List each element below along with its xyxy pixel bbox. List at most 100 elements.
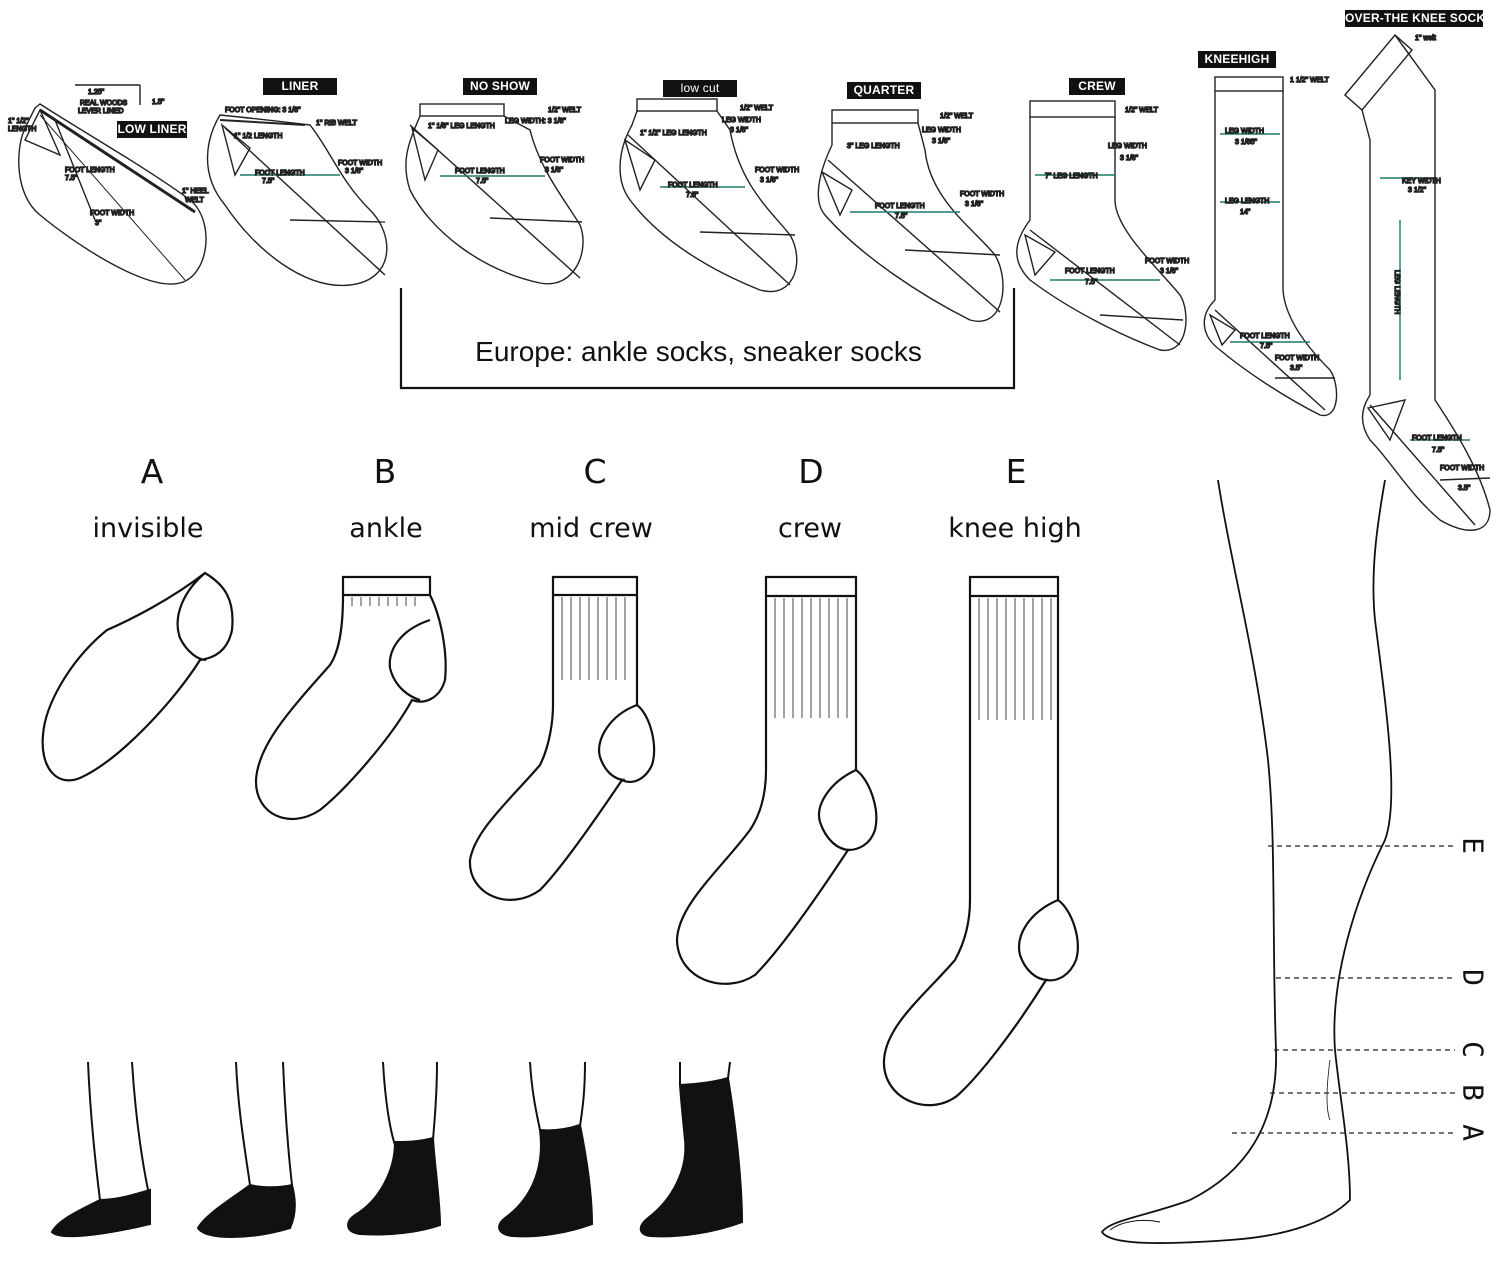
leg-marker-lines xyxy=(1232,845,1455,1134)
svg-text:3 1/8": 3 1/8" xyxy=(965,201,984,208)
svg-text:3 1/8": 3 1/8" xyxy=(545,167,564,174)
svg-text:3 1/8": 3 1/8" xyxy=(730,127,749,134)
svg-text:3": 3" xyxy=(95,220,102,227)
leg-marker-b: B xyxy=(1456,1084,1490,1101)
svg-text:FOOT LENGTH: FOOT LENGTH xyxy=(875,203,925,210)
svg-text:1" welt: 1" welt xyxy=(1415,35,1436,42)
svg-text:LEG LENGTH: LEG LENGTH xyxy=(1393,270,1400,314)
pattern-over-the-knee: 1" welt KEY WIDTH 3 1/2" LEG LENGTH FOOT … xyxy=(1344,33,1491,531)
svg-text:3 1/8": 3 1/8" xyxy=(345,168,364,175)
svg-text:7.5": 7.5" xyxy=(686,192,699,199)
tag-over-the-knee: OVER-THE KNEE SOCK xyxy=(1345,10,1486,27)
style-letter-a: A xyxy=(140,452,164,491)
leg-invisible xyxy=(50,1061,151,1238)
svg-text:FOOT LENGTH: FOOT LENGTH xyxy=(255,170,305,177)
svg-text:FOOT LENGTH: FOOT LENGTH xyxy=(1240,333,1290,340)
tag-low-cut: low cut xyxy=(663,80,737,97)
style-letter-b: B xyxy=(373,452,397,491)
svg-text:FOOT WIDTH: FOOT WIDTH xyxy=(90,210,134,217)
svg-text:7.5": 7.5" xyxy=(895,213,908,220)
tag-kneehigh: KNEEHIGH xyxy=(1198,51,1276,68)
svg-text:7.5": 7.5" xyxy=(1432,447,1445,454)
svg-text:FOOT WIDTH: FOOT WIDTH xyxy=(1145,258,1189,265)
svg-text:7.5": 7.5" xyxy=(1085,279,1098,286)
svg-text:3 1/8": 3 1/8" xyxy=(1120,155,1139,162)
svg-text:1" 1/2 LENGTH: 1" 1/2 LENGTH xyxy=(234,133,282,140)
svg-text:7.5": 7.5" xyxy=(65,175,78,182)
sock-outline-knee-high xyxy=(882,575,1079,1107)
style-label-d: crew xyxy=(777,513,843,544)
svg-text:LEVER LINED: LEVER LINED xyxy=(78,108,124,115)
sock-outline-ankle xyxy=(254,575,447,820)
svg-text:1/2" WELT: 1/2" WELT xyxy=(740,105,774,112)
svg-text:14": 14" xyxy=(1240,209,1251,216)
style-letter-d: D xyxy=(798,452,824,491)
style-letter-c: C xyxy=(583,452,607,491)
svg-text:REAL WOODS: REAL WOODS xyxy=(80,100,128,107)
tag-liner: LINER xyxy=(263,78,337,95)
svg-text:7.5": 7.5" xyxy=(1260,343,1273,350)
reference-leg xyxy=(1100,479,1393,1244)
svg-text:KEY WIDTH: KEY WIDTH xyxy=(1402,178,1441,185)
svg-text:1/2" WELT: 1/2" WELT xyxy=(940,113,974,120)
svg-text:7.5": 7.5" xyxy=(262,178,275,185)
leg-marker-a: A xyxy=(1456,1124,1490,1141)
style-letter-e: E xyxy=(1005,452,1027,491)
tag-crew: CREW xyxy=(1069,78,1125,95)
svg-text:3" LEG LENGTH: 3" LEG LENGTH xyxy=(847,143,900,150)
tag-low-liner: LOW LINER xyxy=(117,121,187,138)
svg-text:FOOT WIDTH: FOOT WIDTH xyxy=(960,191,1004,198)
svg-text:FOOT WIDTH: FOOT WIDTH xyxy=(540,157,584,164)
svg-text:FOOT LENGTH: FOOT LENGTH xyxy=(668,182,718,189)
svg-text:LENGTH: LENGTH xyxy=(8,126,36,133)
svg-text:3.5": 3.5" xyxy=(1458,485,1471,492)
svg-text:3 1/8": 3 1/8" xyxy=(760,177,779,184)
svg-text:FOOT LENGTH: FOOT LENGTH xyxy=(1065,268,1115,275)
svg-text:1" 1/2" LEG LENGTH: 1" 1/2" LEG LENGTH xyxy=(640,130,707,137)
pattern-liner: FOOT OPENING: 3 1/8" 1" RIB WELT 1" 1/2 … xyxy=(206,106,388,287)
svg-text:1" 1/2": 1" 1/2" xyxy=(8,118,29,125)
svg-text:LEG WIDTH: LEG WIDTH xyxy=(1225,128,1264,135)
leg-ankle xyxy=(196,1061,296,1238)
svg-text:7.5": 7.5" xyxy=(476,178,489,185)
sock-outline-crew xyxy=(675,575,878,985)
svg-text:3 1/8": 3 1/8" xyxy=(1160,268,1179,275)
svg-text:FOOT WIDTH: FOOT WIDTH xyxy=(755,167,799,174)
svg-text:LEG WIDTH: 3 1/8": LEG WIDTH: 3 1/8" xyxy=(505,118,566,125)
leg-knee-high xyxy=(639,1061,744,1238)
svg-text:LEG WIDTH: LEG WIDTH xyxy=(1108,143,1147,150)
pattern-low-cut: 1/2" WELT LEG WIDTH 3 1/8" 1" 1/2" LEG LE… xyxy=(619,98,800,293)
svg-text:3.5": 3.5" xyxy=(1290,365,1303,372)
svg-text:1" 1/8" LEG LENGTH: 1" 1/8" LEG LENGTH xyxy=(428,123,495,130)
leg-crew xyxy=(498,1061,594,1238)
sock-outline-mid-crew xyxy=(468,575,656,901)
europe-caption: Europe: ankle socks, sneaker socks xyxy=(475,336,922,367)
svg-text:1 1/2" WELT: 1 1/2" WELT xyxy=(1290,77,1330,84)
svg-text:FOOT LENGTH: FOOT LENGTH xyxy=(1412,435,1462,442)
style-label-b: ankle xyxy=(349,513,423,544)
leg-mid-crew xyxy=(347,1061,442,1236)
pattern-no-show: 1/2" WELT 1" 1/8" LEG LENGTH LEG WIDTH: … xyxy=(405,103,585,285)
style-label-a: invisible xyxy=(92,513,204,544)
svg-text:1" HEEL: 1" HEEL xyxy=(182,188,209,195)
svg-text:3 1/8": 3 1/8" xyxy=(932,138,951,145)
svg-text:FOOT WIDTH: FOOT WIDTH xyxy=(1275,355,1319,362)
svg-text:3 1/2": 3 1/2" xyxy=(1408,187,1427,194)
svg-text:WELT: WELT xyxy=(185,197,205,204)
svg-text:7" LEG LENGTH: 7" LEG LENGTH xyxy=(1045,173,1098,180)
europe-bracket xyxy=(399,288,1016,390)
svg-text:LEG WIDTH: LEG WIDTH xyxy=(722,117,761,124)
svg-text:LEG WIDTH: LEG WIDTH xyxy=(922,127,961,134)
leg-marker-c: C xyxy=(1456,1041,1490,1058)
style-label-e: knee high xyxy=(948,513,1082,544)
svg-text:FOOT LENGTH: FOOT LENGTH xyxy=(65,167,115,174)
tag-no-show: NO SHOW xyxy=(463,78,537,95)
svg-text:FOOT WIDTH: FOOT WIDTH xyxy=(1440,465,1484,472)
svg-text:1/2" WELT: 1/2" WELT xyxy=(548,107,582,114)
sock-outline-invisible xyxy=(41,571,234,782)
